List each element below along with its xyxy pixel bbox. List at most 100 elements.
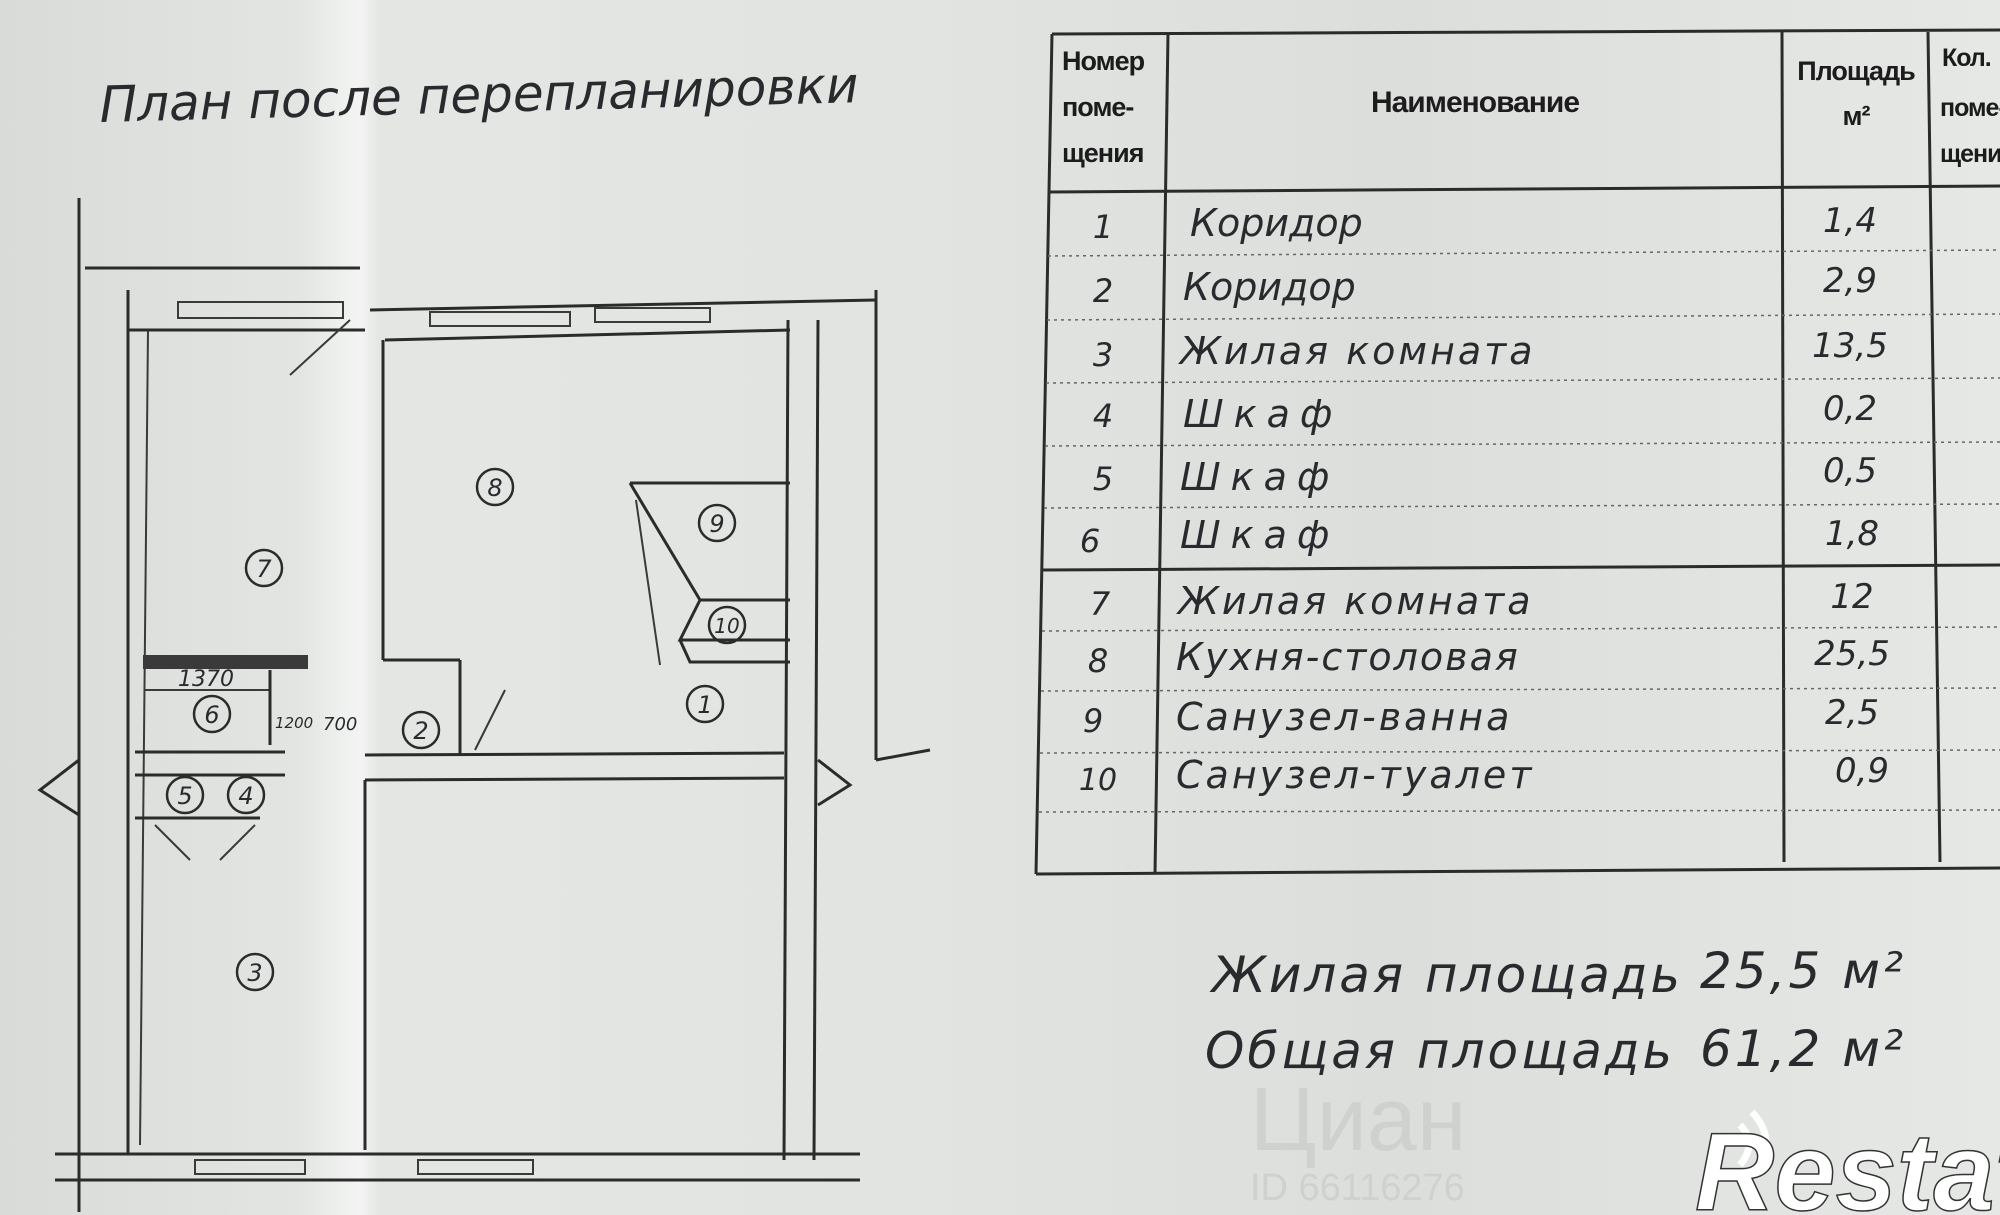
svg-text:Шкаф: Шкаф (1180, 455, 1339, 499)
svg-text:Санузел-ванна: Санузел-ванна (1176, 695, 1512, 739)
room-label-5: 5 (177, 782, 192, 810)
wall-breaks (37, 748, 931, 817)
area-summary: Жилая площадь 25,5 м² Общая площадь 61,2… (1205, 942, 1906, 1080)
living-area-value: 25,5 м² (1700, 942, 1906, 1000)
table-row: 9 Санузел-ванна 2,5 (1083, 693, 1879, 740)
table-row: 10 Санузел-туалет 0,9 (1079, 751, 1889, 798)
wall-right-inner (812, 319, 820, 1161)
table-row: 2 Коридор 2,9 (1093, 261, 1877, 310)
svg-text:5: 5 (1093, 460, 1113, 498)
svg-text:Санузел-туалет: Санузел-туалет (1176, 753, 1534, 797)
dimension-700: 700 (323, 714, 357, 735)
room-label-9: 9 (709, 510, 724, 538)
col-divider-2 (1780, 31, 1786, 863)
dimension-1370: 1370 (178, 667, 234, 692)
table-border-top (1051, 28, 2000, 36)
svg-text:8: 8 (1088, 642, 1108, 680)
svg-text:Кол.: Кол. (1942, 44, 1991, 72)
room-label-3: 3 (247, 959, 262, 987)
door-swing-2 (474, 689, 506, 751)
plan-title: План после перепланировки (99, 56, 859, 134)
table-border-left (1034, 33, 1054, 875)
partition-corridor-bottom (364, 776, 785, 782)
svg-text:7: 7 (1090, 585, 1111, 623)
room-labels: 1 2 3 4 5 6 7 8 9 10 (165, 467, 747, 992)
svg-text:4: 4 (1093, 397, 1113, 435)
room-label-7: 7 (256, 555, 272, 583)
rooms-table: Номер поме- щения Наименование Площадь м… (1034, 28, 2000, 876)
room-label-8: 8 (487, 474, 502, 502)
svg-text:9: 9 (1083, 702, 1103, 740)
svg-text:щения: щения (1062, 138, 1143, 168)
svg-text:Коридор: Коридор (1190, 201, 1363, 245)
header-bottom (1049, 184, 2000, 194)
logo-text: Restate (1695, 1111, 2000, 1215)
room-label-1: 1 (697, 691, 712, 719)
svg-text:1: 1 (1093, 208, 1113, 246)
table-row: 3 Жилая комната 13,5 (1093, 326, 1888, 374)
svg-text:1,4: 1,4 (1823, 201, 1877, 241)
table-border-bottom (1035, 866, 2000, 876)
svg-text:0,2: 0,2 (1823, 389, 1877, 429)
shelf-line-2 (219, 824, 256, 861)
window-3 (594, 307, 711, 323)
svg-text:2: 2 (1093, 272, 1113, 310)
svg-text:Номер: Номер (1062, 46, 1145, 76)
living-area-label: Жилая площадь (1209, 946, 1683, 1004)
header-area: Площадь м² (1797, 56, 1916, 131)
svg-text:2,5: 2,5 (1825, 693, 1879, 733)
total-area-value: 61,2 м² (1700, 1020, 1906, 1078)
room-label-10: 10 (714, 614, 739, 638)
bathroom-line (635, 499, 661, 666)
svg-text:25,5: 25,5 (1814, 634, 1890, 674)
header-number: Номер поме- щения (1062, 46, 1146, 168)
svg-text:Коридор: Коридор (1183, 265, 1356, 309)
room-label-4: 4 (238, 782, 253, 810)
svg-text:12: 12 (1830, 577, 1873, 617)
dimension-1200: 1200 (275, 714, 313, 732)
window-2 (429, 311, 571, 327)
door-swing-1 (289, 319, 351, 376)
window-5 (417, 1159, 534, 1175)
logo-signal-icon (1737, 1109, 1770, 1179)
svg-text:1,8: 1,8 (1825, 514, 1879, 554)
room-label-6: 6 (204, 701, 219, 729)
room-label-2: 2 (413, 717, 428, 745)
svg-text:0,5: 0,5 (1823, 451, 1877, 491)
restate-logo: Restate (1694, 1109, 2000, 1215)
col-divider-3 (1926, 31, 1942, 863)
svg-text:2,9: 2,9 (1823, 261, 1877, 301)
wall-left-inner (139, 329, 149, 1146)
window-4 (194, 1159, 306, 1175)
svg-text:Жилая комната: Жилая комната (1176, 579, 1534, 623)
col-divider-1 (1153, 33, 1170, 875)
wall-hatched (143, 655, 308, 669)
wall-top-outer-right (369, 298, 877, 312)
svg-text:Шкаф: Шкаф (1183, 392, 1342, 436)
window-1 (177, 301, 344, 319)
floor-plan: 1 2 3 4 5 6 7 8 9 10 1370 1200 700 (37, 198, 931, 1212)
wall-right (782, 319, 790, 1161)
svg-text:10: 10 (1079, 763, 1117, 798)
svg-text:3: 3 (1093, 336, 1113, 374)
table-row: 1 Коридор 1,4 (1093, 201, 1877, 246)
table-row: 7 Жилая комната 12 (1090, 577, 1874, 623)
svg-text:Кухня-столовая: Кухня-столовая (1176, 635, 1520, 679)
svg-text:щения: щения (1940, 140, 2000, 168)
svg-text:м²: м² (1843, 101, 1871, 131)
svg-text:13,5: 13,5 (1812, 326, 1888, 366)
bathroom-walls (628, 481, 790, 664)
svg-text:Жилая комната: Жилая комната (1178, 329, 1536, 373)
svg-text:Площадь: Площадь (1797, 56, 1915, 86)
shelf-line-1 (154, 824, 191, 861)
table-row: 8 Кухня-столовая 25,5 (1088, 634, 1890, 680)
svg-text:поме-: поме- (1062, 92, 1133, 122)
watermark-brand: Циан (1250, 1070, 1467, 1170)
table-row: 5 Шкаф 0,5 (1093, 451, 1877, 499)
total-area-label: Общая площадь (1205, 1022, 1675, 1080)
svg-text:0,9: 0,9 (1835, 751, 1889, 791)
table-row: 4 Шкаф 0,2 (1093, 389, 1877, 436)
